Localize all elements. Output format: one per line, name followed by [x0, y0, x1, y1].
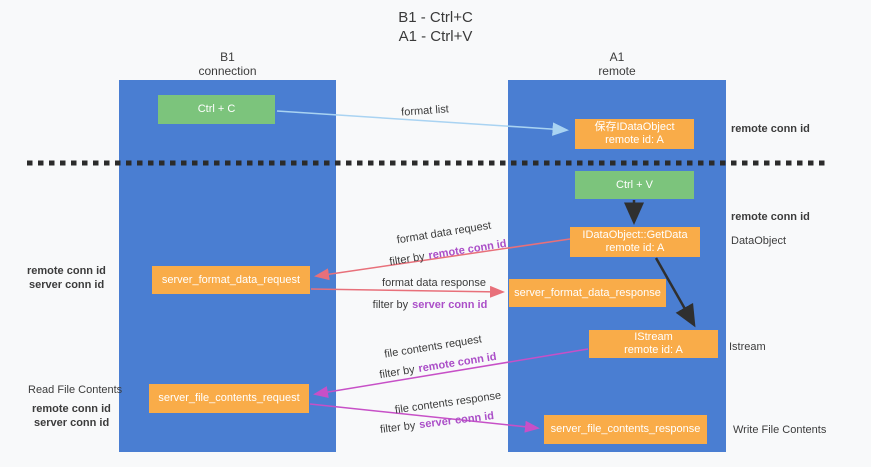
diagram-title: B1 - Ctrl+C A1 - Ctrl+V	[0, 8, 871, 46]
getdata-line2: remote id: A	[605, 242, 665, 254]
title-line-1: B1 - Ctrl+C	[398, 9, 473, 26]
idataobject-getdata-box: IDataObject::GetData remote id: A	[570, 227, 700, 257]
server-file-contents-request-label: server_file_contents_request	[158, 392, 300, 404]
left-remote-conn-id-1: remote conn id	[27, 265, 106, 277]
server-format-data-response-box: server_format_data_response	[509, 279, 666, 307]
write-file-contents-label: Write File Contents	[733, 424, 827, 436]
filter-by-text-3: filter by	[378, 363, 416, 382]
istream-line1: IStream	[634, 331, 673, 343]
filter-by-text-2: filter by	[372, 299, 409, 311]
server-conn-id-key-2: server conn id	[418, 410, 495, 432]
server-format-data-response-label: server_format_data_response	[514, 286, 661, 299]
ctrl-c-box: Ctrl + C	[158, 95, 275, 124]
left-server-conn-id-1: server conn id	[29, 279, 105, 291]
istream-side-label: Istream	[729, 341, 766, 353]
save-idataobject-box: 保存IDataObject remote id: A	[575, 119, 694, 149]
format-list-label: format list	[400, 103, 450, 119]
lane-a1-role: remote	[598, 64, 636, 78]
lane-a1-name: A1	[609, 50, 625, 64]
right-remote-conn-id-1: remote conn id	[731, 123, 810, 135]
filter-by-text-1: filter by	[388, 250, 426, 269]
lane-header-b1: B1 connection	[119, 50, 336, 78]
right-remote-conn-id-2: remote conn id	[731, 211, 810, 223]
read-file-contents-label: Read File Contents	[28, 384, 123, 396]
lane-b1-role: connection	[198, 64, 257, 78]
ctrl-v-label: Ctrl + V	[616, 178, 653, 191]
server-format-data-request-label: server_format_data_request	[161, 273, 301, 286]
ctrl-v-box: Ctrl + V	[575, 171, 694, 199]
save-idataobject-line2: remote id: A	[605, 134, 664, 146]
filter-by-text-4: filter by	[379, 419, 417, 436]
ctrl-c-label: Ctrl + C	[197, 103, 236, 115]
istream-line2: remote id: A	[624, 344, 683, 356]
remote-conn-id-key-2: remote conn id	[417, 350, 498, 376]
remote-conn-id-key-1: remote conn id	[427, 237, 508, 263]
lane-header-a1: A1 remote	[508, 50, 726, 78]
lane-b1-name: B1	[220, 50, 235, 64]
format-data-response-arrow	[310, 285, 505, 298]
left-remote-conn-id-2: remote conn id	[32, 403, 111, 415]
save-idataobject-line1: 保存IDataObject	[594, 121, 675, 133]
server-file-contents-response-box: server_file_contents_response	[544, 415, 707, 444]
left-server-conn-id-2: server conn id	[34, 417, 110, 429]
title-line-2: A1 - Ctrl+V	[398, 28, 473, 45]
server-conn-id-key-1: server conn id	[412, 299, 488, 311]
server-file-contents-request-box: server_file_contents_request	[149, 384, 309, 413]
istream-box: IStream remote id: A	[589, 330, 718, 358]
dataobject-label: DataObject	[731, 235, 787, 247]
format-data-response-label: format data response	[382, 277, 486, 289]
server-file-contents-response-label: server_file_contents_response	[550, 423, 701, 435]
server-format-data-request-box: server_format_data_request	[152, 266, 310, 294]
getdata-line1: IDataObject::GetData	[582, 229, 688, 241]
